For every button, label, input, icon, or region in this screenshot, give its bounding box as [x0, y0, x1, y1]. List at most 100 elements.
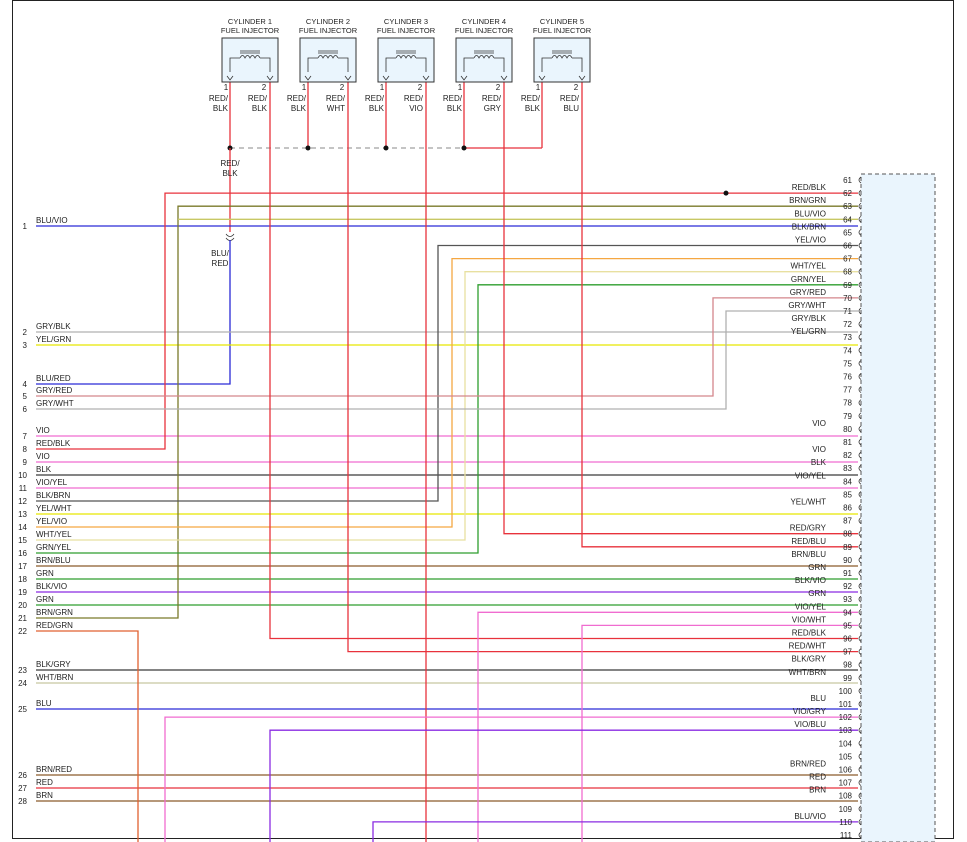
injector-title: CYLINDER 4	[462, 17, 506, 26]
ecm-terminal-icon	[858, 726, 862, 734]
pin-number: 1	[224, 83, 229, 92]
right-pin-number: 93	[843, 595, 852, 604]
right-wire-label: VIO	[812, 419, 826, 428]
wire-label: BLK	[525, 104, 541, 113]
left-wire-label: RED/BLK	[36, 439, 71, 448]
left-wire-label: YEL/VIO	[36, 517, 67, 526]
right-pin-number: 70	[843, 294, 852, 303]
left-pin-number: 24	[18, 679, 27, 688]
right-pin-number: 90	[843, 556, 852, 565]
ecm-terminal-icon	[858, 399, 862, 407]
coil-leads	[541, 57, 583, 72]
left-wire-label: BRN/RED	[36, 765, 72, 774]
right-pin-number: 105	[839, 752, 853, 761]
wire-label: RED/	[521, 94, 541, 103]
left-pin-number: 8	[23, 445, 28, 454]
ecm-terminal-icon	[858, 543, 862, 551]
left-pin-number: 1	[23, 222, 28, 231]
wire-label: BLK	[252, 104, 268, 113]
coil-icon	[551, 55, 573, 59]
terminal-icon	[344, 75, 352, 81]
right-wire-label: BLK	[811, 458, 827, 467]
wire-22-down	[36, 630, 139, 842]
left-wire-label: VIO/YEL	[36, 478, 68, 487]
ecm-terminal-icon	[858, 674, 862, 682]
terminal-icon	[226, 75, 234, 81]
right-pin-number: 98	[843, 661, 852, 670]
wire-label: RED/	[248, 94, 268, 103]
wire-label: RED/	[443, 94, 463, 103]
right-pin-number: 103	[839, 726, 853, 735]
ecm-terminal-icon	[858, 504, 862, 511]
right-pin-number: 89	[843, 543, 852, 552]
terminal-icon	[304, 75, 312, 81]
right-pin-number: 64	[843, 215, 852, 224]
ecm-terminal-icon	[858, 713, 862, 721]
left-pin-number: 22	[18, 627, 27, 636]
right-wire-label: YEL/WHT	[790, 498, 826, 507]
left-wire-label: WHT/YEL	[36, 530, 72, 539]
injector-subtitle: FUEL INJECTOR	[455, 26, 514, 35]
splice-dot	[383, 145, 389, 151]
left-wire-label: BLK/VIO	[36, 582, 67, 591]
ecm-terminal-icon	[858, 582, 862, 590]
ecm-terminal-icon	[858, 635, 862, 642]
ecm-terminal-icon	[858, 556, 862, 564]
right-pin-number: 97	[843, 648, 852, 657]
right-wire-label: RED/GRY	[790, 524, 827, 533]
right-pin-number: 108	[839, 792, 853, 801]
pin-number: 2	[496, 83, 501, 92]
ecm-terminal-icon	[858, 831, 862, 839]
coil-leads	[463, 57, 505, 72]
right-wire-label: BLK/VIO	[795, 576, 826, 585]
ecm-terminal-icon	[858, 517, 862, 524]
wire-label: RED/	[482, 94, 502, 103]
splice-dot	[723, 190, 729, 196]
ecm-terminal-icon	[858, 464, 862, 472]
right-wire-label: VIO/GRY	[793, 707, 827, 716]
injector-box	[221, 37, 279, 83]
ecm-terminal-icon	[858, 700, 862, 708]
left-pin-number: 20	[18, 601, 27, 610]
left-pin-number: 3	[23, 341, 28, 350]
left-wire-label: GRN/YEL	[36, 543, 72, 552]
ecm-terminal-icon	[858, 661, 862, 669]
right-wire-label: WHT/BRN	[789, 668, 827, 677]
left-wire-label: GRY/RED	[36, 386, 73, 395]
wire-label: BLK	[369, 104, 385, 113]
coil-leads	[229, 57, 271, 72]
wire-95-down	[581, 624, 858, 842]
right-pin-number: 80	[843, 425, 852, 434]
wire-16-69	[36, 284, 858, 554]
right-pin-number: 62	[843, 189, 852, 198]
left-pin-number: 23	[18, 666, 27, 675]
ecm-terminal-icon	[858, 255, 862, 262]
wire-21-63	[36, 205, 858, 619]
left-wire-label: BLK/BRN	[36, 491, 70, 500]
right-wire-label: GRN/YEL	[791, 275, 827, 284]
right-pin-number: 65	[843, 228, 852, 237]
wire-15-68	[36, 271, 858, 541]
pin-number: 2	[340, 83, 345, 92]
right-pin-number: 75	[843, 359, 852, 368]
left-pin-number: 5	[23, 392, 28, 401]
pin-number: 1	[458, 83, 463, 92]
injector-title: CYLINDER 2	[306, 17, 350, 26]
pin-number: 1	[380, 83, 385, 92]
left-pin-number: 17	[18, 562, 27, 571]
left-pin-number: 25	[18, 705, 27, 714]
wire-label: BLK	[447, 104, 463, 113]
right-wire-label: BLU/VIO	[794, 812, 826, 821]
right-wire-label: GRY/RED	[790, 288, 827, 297]
right-pin-number: 110	[839, 818, 852, 827]
ecm-terminal-icon	[858, 687, 862, 695]
left-wire-label: GRN	[36, 595, 54, 604]
terminal-icon	[460, 75, 468, 81]
left-wire-label: RED/GRN	[36, 621, 73, 630]
right-pin-number: 68	[843, 268, 852, 277]
